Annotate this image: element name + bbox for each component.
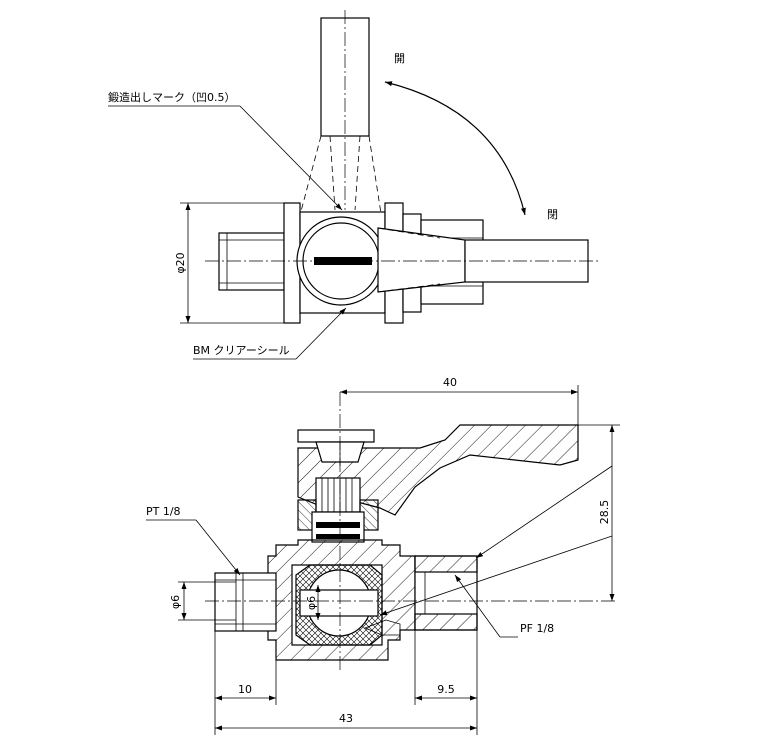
stem-oring — [316, 522, 360, 528]
rotation-arrow: 開 閉 — [384, 52, 558, 221]
dimension-40: 40 — [340, 376, 579, 425]
callout-forging-mark-text: 鍛造出しマーク（凹0.5） — [108, 90, 236, 104]
section-outlet — [363, 555, 478, 636]
callout-forging-mark: 鍛造出しマーク（凹0.5） — [108, 90, 343, 211]
callout-seal: BM クリアーシール — [193, 307, 347, 360]
dimension-28-5: 28.5 — [578, 424, 620, 601]
handle-horizontal — [377, 227, 589, 293]
dim-43-text: 43 — [339, 712, 353, 725]
dimension-10: 10 — [214, 631, 277, 735]
top-view: φ20 開 閉 鍛造出しマーク（凹0.5） BM クリアーシール — [108, 10, 600, 360]
dimension-bore-inner: φ6 — [305, 585, 321, 620]
dim-28-5-text: 28.5 — [598, 500, 611, 525]
section-body — [267, 539, 416, 661]
callout-seal-text: BM クリアーシール — [193, 344, 290, 357]
dimension-bore: φ6 — [169, 581, 236, 621]
handle-open-position — [299, 10, 383, 221]
callout-inlet-thread-text: PT 1/8 — [146, 505, 181, 518]
section-stem — [297, 477, 379, 543]
dim-bore-inner-text: φ6 — [305, 596, 318, 610]
section-view: 40 28.5 φ6 φ6 10 — [146, 376, 620, 735]
section-inlet — [214, 572, 277, 632]
dimension-9-5: 9.5 — [414, 630, 478, 735]
dim-9-5-text: 9.5 — [437, 683, 455, 696]
rotation-label-side: 閉 — [547, 208, 558, 221]
dimension-diameter-20: φ20 — [174, 202, 284, 324]
inlet-thread-stub — [218, 232, 285, 291]
dimension-43: 43 — [215, 712, 477, 731]
rotation-label-top: 開 — [394, 52, 405, 65]
dim-phi20-text: φ20 — [174, 252, 187, 273]
dim-bore-text: φ6 — [169, 595, 182, 609]
callout-outlet-thread-text: PF 1/8 — [520, 622, 554, 635]
callout-inlet-thread: PT 1/8 — [146, 505, 241, 576]
dim-10-text: 10 — [238, 683, 252, 696]
dim-40-text: 40 — [443, 376, 457, 389]
stem-oring-lower — [316, 534, 360, 539]
callout-outlet-thread: PF 1/8 — [379, 465, 613, 638]
